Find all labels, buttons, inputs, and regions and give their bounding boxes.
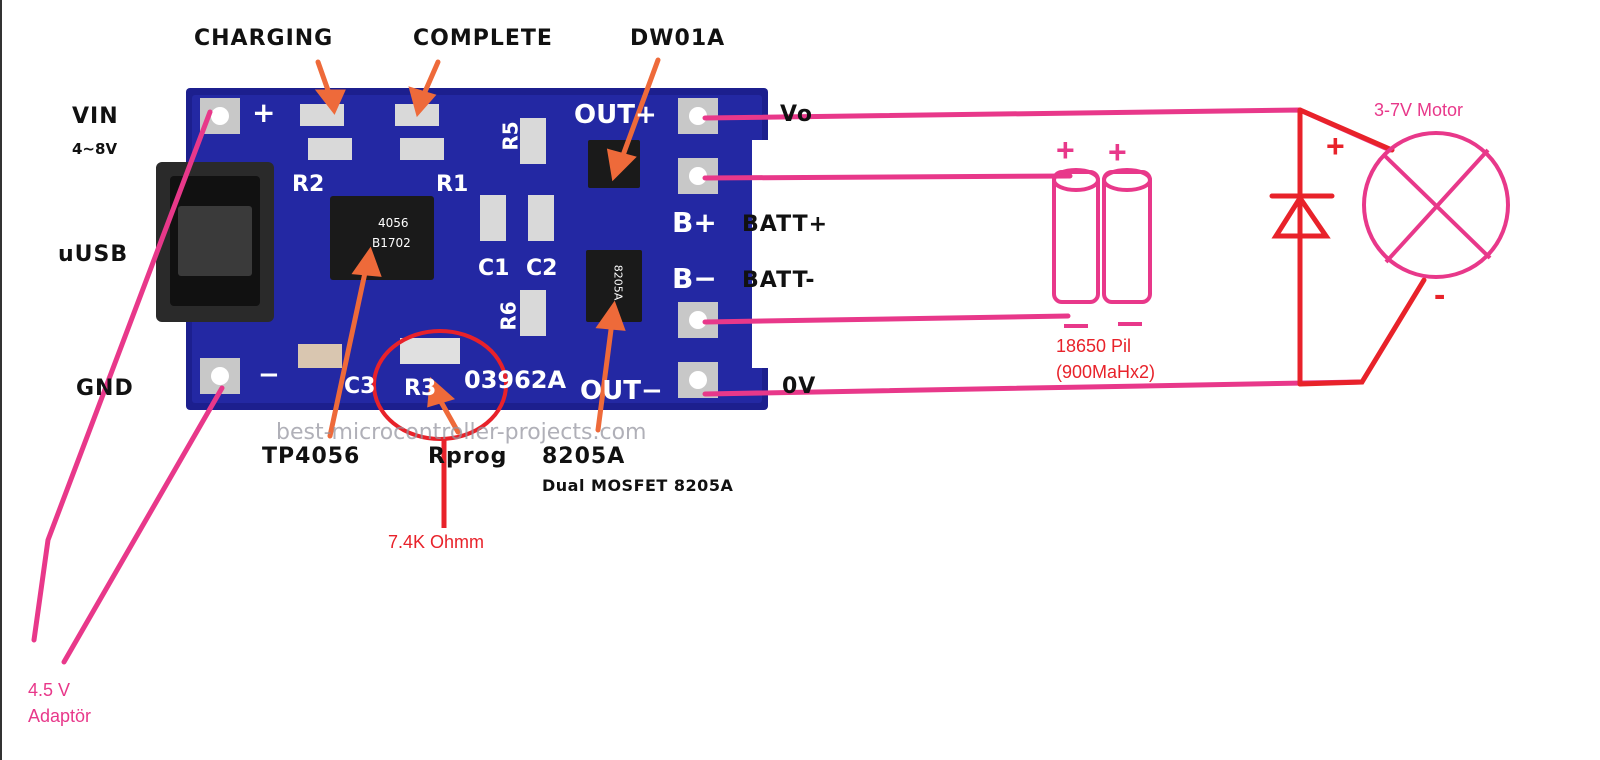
pcb-code-label: 03962A bbox=[464, 366, 567, 394]
pcb-c3-label: C3 bbox=[344, 374, 376, 399]
pcb-surface bbox=[192, 95, 762, 403]
b-minus-hole bbox=[689, 311, 707, 329]
rprog-arrowhead bbox=[427, 376, 456, 408]
pointer-arrows bbox=[314, 57, 661, 439]
battery-name-label: 18650 Pil bbox=[1056, 336, 1132, 356]
gnd-hole bbox=[211, 367, 229, 385]
motor-plus-mark: + bbox=[1326, 128, 1345, 164]
battery-capacity-label: (900MaHx2) bbox=[1056, 362, 1156, 382]
motor-bottom-wire bbox=[1297, 277, 1427, 387]
watermark: best-microcontroller-projects.com bbox=[276, 420, 647, 445]
r2-resistor bbox=[308, 138, 352, 160]
uusb-label: uUSB bbox=[58, 242, 129, 267]
pcb-b-plus-label: B+ bbox=[672, 206, 717, 239]
pcb-c1-label: C1 bbox=[478, 256, 510, 281]
complete-arrow bbox=[421, 59, 441, 97]
rprog-label: Rprog bbox=[428, 444, 508, 469]
c1-capacitor bbox=[480, 195, 506, 241]
zero-v-wire bbox=[702, 379, 1363, 397]
mosfet-arrowhead bbox=[595, 300, 626, 331]
complete-arrowhead bbox=[408, 86, 437, 118]
motor-symbol bbox=[1362, 131, 1510, 279]
pcb-minus-mark: − bbox=[258, 360, 280, 390]
complete-label: COMPLETE bbox=[413, 26, 553, 51]
out-minus-hole bbox=[689, 371, 707, 389]
pcb-out-plus-label: OUT+ bbox=[574, 100, 657, 130]
r3-rprog-resistor bbox=[400, 338, 460, 364]
tp4056-chip bbox=[330, 196, 434, 280]
pcb-out-minus-label: OUT− bbox=[580, 376, 663, 406]
mosfet-8205a-label: 8205A bbox=[542, 444, 626, 469]
battery-pack bbox=[1052, 168, 1152, 328]
battery-cap-1 bbox=[1052, 168, 1100, 192]
batt-plus-label: BATT+ bbox=[742, 212, 829, 237]
adaptor-word-label: Adaptör bbox=[28, 706, 92, 726]
motor-minus-mark: - bbox=[1434, 276, 1446, 314]
r6-resistor bbox=[520, 290, 546, 336]
motor-top-wire bbox=[1297, 107, 1395, 153]
pcb-plus-mark: + bbox=[252, 96, 276, 129]
pink-wires bbox=[31, 107, 1393, 665]
dw01a-arrowhead bbox=[606, 148, 637, 182]
battery-plus-mark-2: + bbox=[1108, 134, 1127, 170]
pcb-r2-label: R2 bbox=[292, 172, 325, 197]
mosfet-8205a-chip bbox=[586, 250, 642, 322]
vin-range-label: 4~8V bbox=[72, 140, 118, 158]
motor-circle bbox=[1362, 131, 1510, 279]
batt-plus-wire bbox=[702, 173, 1073, 181]
pcb-notch bbox=[752, 140, 774, 368]
c2-capacitor bbox=[528, 195, 554, 241]
dw01a-label: DW01A bbox=[630, 26, 726, 51]
batt-minus-wire bbox=[702, 313, 1071, 325]
usb-tongue bbox=[178, 206, 252, 276]
vo-label: Vo bbox=[780, 102, 813, 127]
tp4056-chip-batch: B1702 bbox=[372, 236, 411, 250]
tp4056-label: TP4056 bbox=[262, 444, 361, 469]
c3-capacitor bbox=[298, 344, 342, 368]
resistor-value-label: 7.4K Ohmm bbox=[388, 532, 485, 552]
motor-cross-2 bbox=[1384, 148, 1490, 264]
charging-arrowhead bbox=[314, 89, 346, 115]
pcb-r3-label: R3 bbox=[404, 376, 437, 401]
mosfet-chip-marking: 8205A bbox=[611, 264, 625, 301]
charging-label: CHARGING bbox=[194, 26, 334, 51]
tp4056-arrowhead bbox=[351, 246, 382, 277]
out-plus-hole bbox=[689, 107, 707, 125]
battery-cap-2 bbox=[1102, 168, 1152, 192]
dual-mosfet-label: Dual MOSFET 8205A bbox=[542, 476, 734, 495]
tp4056-arrow bbox=[327, 265, 369, 439]
pcb-r6-label: R6 bbox=[496, 301, 521, 331]
vin-hole bbox=[211, 107, 229, 125]
rprog-highlight-circle bbox=[372, 329, 508, 441]
diode-triangle bbox=[1271, 193, 1331, 239]
pcb-b-minus-label: B− bbox=[672, 262, 717, 295]
zero-v-label: 0V bbox=[782, 374, 817, 399]
vin-label: VIN bbox=[72, 104, 119, 129]
dw01a-arrow bbox=[619, 57, 661, 161]
mosfet-arrow bbox=[595, 319, 615, 433]
batt-minus-label: BATT- bbox=[742, 268, 816, 293]
gnd-label: GND bbox=[76, 376, 134, 401]
left-border-line bbox=[0, 0, 2, 760]
rprog-arrow bbox=[437, 397, 461, 435]
motor-label: 3-7V Motor bbox=[1374, 100, 1464, 120]
b-plus-hole bbox=[689, 167, 707, 185]
tp4056-chip-marking: 4056 bbox=[378, 216, 409, 230]
red-circuit bbox=[1269, 107, 1427, 387]
adaptor-voltage-label: 4.5 V bbox=[28, 680, 71, 700]
adaptor-vin-wire bbox=[31, 109, 213, 643]
battery-plus-mark-1: + bbox=[1056, 132, 1075, 168]
r1-resistor bbox=[400, 138, 444, 160]
pcb-c2-label: C2 bbox=[526, 256, 558, 281]
adaptor-gnd-wire bbox=[61, 385, 225, 665]
pcb-r1-label: R1 bbox=[436, 172, 469, 197]
pcb-r5-label: R5 bbox=[498, 121, 523, 151]
r5-resistor bbox=[520, 118, 546, 164]
